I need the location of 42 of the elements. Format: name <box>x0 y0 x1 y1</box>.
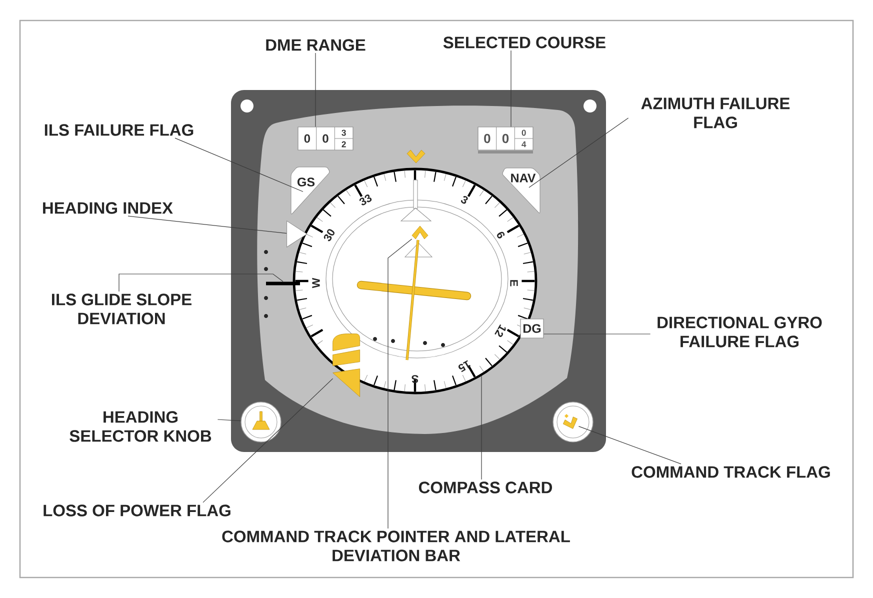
compass-numeral: 33 <box>359 194 372 206</box>
callout-label: AZIMUTH FAILURE FLAG <box>641 98 790 128</box>
callout-label: DIRECTIONAL GYRO FAILURE FLAG <box>658 316 822 348</box>
leader-line <box>578 426 682 464</box>
callout-label: SELECTED COURSE <box>443 36 606 48</box>
digit-counter: 0 0 3 2 <box>298 126 354 150</box>
callout-label: ILS GLIDE SLOPE DEVIATION <box>52 294 192 324</box>
warning-flag: DG <box>520 318 544 338</box>
leader-line <box>202 378 334 503</box>
leader-line <box>118 274 284 292</box>
index-triangle <box>286 220 308 248</box>
compass-numeral: 15 <box>458 360 470 372</box>
callout-label: DME RANGE <box>266 39 366 51</box>
leader-line <box>388 238 412 529</box>
compass-numeral: S <box>412 375 418 383</box>
callout-label: COMMAND TRACK POINTER AND LATERAL DEVIATION BAR <box>222 530 570 562</box>
leader-line <box>528 118 629 188</box>
callout-label: LOSS OF POWER FLAG <box>44 504 230 516</box>
compass-numeral: 3 <box>460 196 468 204</box>
compass-numeral: 12 <box>494 324 506 337</box>
compass-numeral: W <box>312 278 320 288</box>
callout-label: COMMAND TRACK FLAG <box>632 466 830 478</box>
pointer-bar <box>266 282 300 286</box>
chevron-symbol <box>562 414 578 429</box>
callout-label: HEADING INDEX <box>43 202 173 214</box>
v-marker <box>406 150 426 164</box>
compass-numeral: E <box>510 280 518 286</box>
digit-counter: 0 0 0 4 <box>478 126 534 154</box>
callout-label: COMPASS CARD <box>418 482 552 494</box>
leader-line <box>481 376 482 480</box>
leader-line <box>510 50 512 127</box>
warning-flag: NAV <box>502 168 540 214</box>
leader-line <box>217 419 241 422</box>
leader-line <box>174 138 304 192</box>
callout-label: HEADING SELECTOR KNOB <box>70 411 212 442</box>
compass-numeral: 30 <box>324 229 334 242</box>
chevron-pointer <box>412 226 428 240</box>
compass-numeral: 6 <box>497 232 505 238</box>
leader-line <box>128 216 287 234</box>
warning-flag: GS <box>290 166 330 214</box>
callout-label: ILS FAILURE FLAG <box>44 124 194 136</box>
leader-line <box>315 52 316 127</box>
